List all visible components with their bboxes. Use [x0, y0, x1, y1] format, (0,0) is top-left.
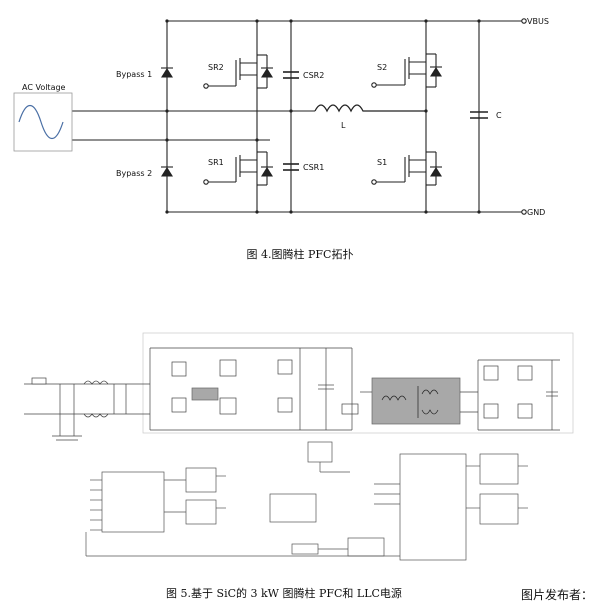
bypass2-diode: [161, 166, 173, 177]
vbus-label: VBUS: [527, 17, 549, 26]
inductor-l: [314, 104, 426, 113]
control-blocks: [85, 441, 528, 561]
s1-label: S1: [377, 158, 387, 167]
csr2-capacitor: [283, 71, 299, 79]
aux-supply-block: [269, 493, 317, 523]
llc-transformer-highlight: [371, 377, 461, 425]
figure5-caption: 图 5.基于 SiC的 3 kW 图腾柱 PFC和 LLC电源: [166, 586, 402, 600]
pfc-inductor-highlight: [191, 387, 219, 401]
vbus-terminal: [521, 18, 527, 24]
sic-3kw-pfc-llc-diagram: [24, 332, 574, 561]
pfc-stage: [130, 347, 352, 431]
gnd-terminal: [521, 209, 527, 215]
bypass1-label: Bypass 1: [116, 70, 152, 79]
figure4-caption: 图 4.图腾柱 PFC拓扑: [247, 247, 354, 261]
csr1-capacitor: [283, 163, 299, 171]
s2-mosfet: [371, 53, 442, 88]
bypass2-label: Bypass 2: [116, 169, 152, 178]
sine-wave-icon: [18, 104, 64, 140]
output-capacitor: [470, 111, 488, 119]
s1-mosfet: [371, 151, 442, 186]
gnd-label: GND: [527, 208, 545, 217]
llc-controller-block: [399, 453, 467, 561]
totem-pole-pfc-topology: [13, 18, 527, 215]
csr2-label: CSR2: [303, 71, 324, 80]
sr2-mosfet: [203, 54, 273, 89]
bypass1-diode: [161, 67, 173, 78]
sr1-label: SR1: [208, 158, 224, 167]
sr1-mosfet: [203, 151, 273, 186]
source-label: 图片发布者：: [521, 587, 593, 602]
ac-voltage-label: AC Voltage: [22, 83, 66, 92]
inductor-label: L: [341, 121, 346, 130]
cap-label: C: [496, 111, 502, 120]
csr1-label: CSR1: [303, 163, 324, 172]
s2-label: S2: [377, 63, 387, 72]
ac-voltage-box: [13, 92, 73, 152]
input-emi-filter: [24, 377, 130, 441]
sr2-label: SR2: [208, 63, 224, 72]
llc-stage: [341, 348, 560, 431]
pfc-controller-block: [101, 471, 165, 533]
junction-dots: [165, 19, 481, 214]
diagram-frame: [142, 332, 574, 434]
